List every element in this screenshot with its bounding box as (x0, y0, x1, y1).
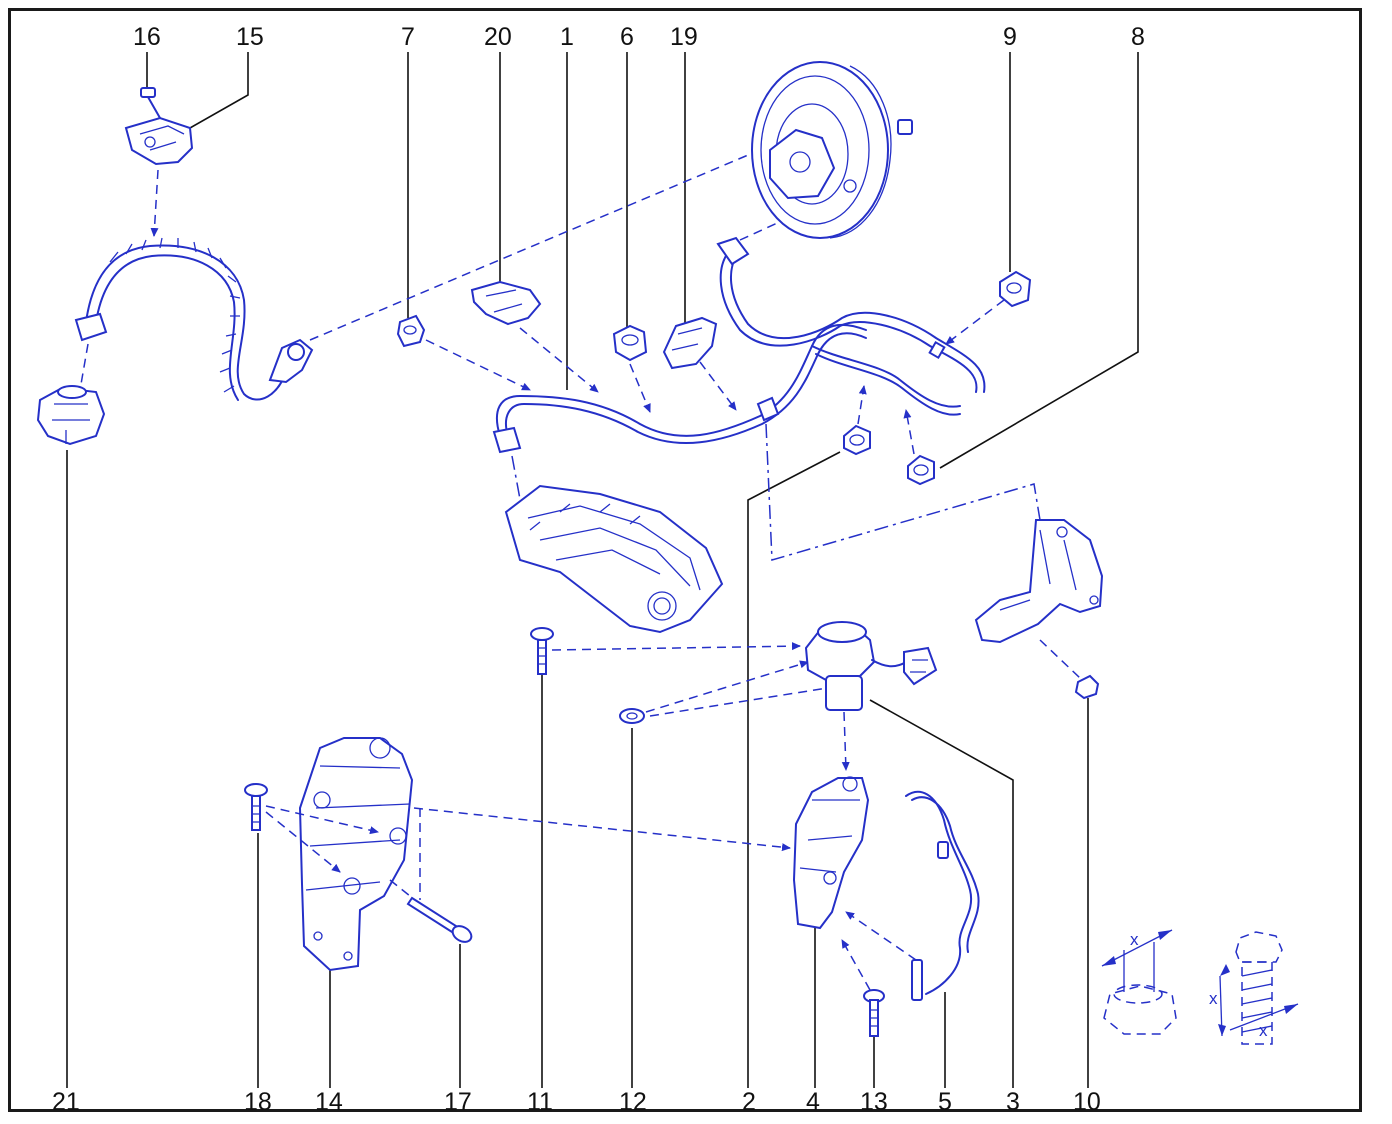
callout-12: 12 (619, 1088, 647, 1116)
part-21-valve-connector (36, 385, 106, 446)
measurement-detail: x x x (1101, 929, 1299, 1045)
part-11-bolt (530, 627, 554, 675)
callout-labels-top: 16 15 7 20 1 6 19 9 8 (133, 23, 1145, 51)
nut-detail: x (1101, 929, 1177, 1035)
callout-13: 13 (860, 1088, 888, 1116)
callout-2: 2 (742, 1088, 756, 1116)
callout-labels-bottom: 21 18 14 17 11 12 2 4 13 5 3 10 (52, 1088, 1101, 1116)
callout-1: 1 (560, 23, 574, 51)
part-3-vacuum-pump (804, 621, 938, 711)
brake-booster (751, 61, 913, 239)
part-13-bolt (863, 989, 885, 1037)
part-7-clip (396, 314, 426, 348)
part-5-sensor-pipe (905, 790, 980, 1001)
callout-15: 15 (236, 23, 264, 51)
part-20-bracket (470, 280, 542, 326)
callout-21: 21 (52, 1088, 80, 1116)
callout-17: 17 (444, 1088, 472, 1116)
part-14-engine-mount (298, 737, 414, 972)
support-bracket-right (974, 519, 1104, 644)
part-2-clip (843, 424, 871, 456)
part-6-clip (612, 324, 648, 362)
callout-10: 10 (1073, 1088, 1101, 1116)
callout-19: 19 (670, 23, 698, 51)
part-9-clip (999, 270, 1032, 308)
callout-20: 20 (484, 23, 512, 51)
part-19-clamp (662, 316, 718, 370)
part-12-nut (619, 708, 645, 724)
callout-14: 14 (315, 1088, 343, 1116)
vacuum-hose-coil (74, 237, 314, 401)
callout-18: 18 (244, 1088, 272, 1116)
part-17-bolt (406, 896, 473, 943)
part-18-bolt (244, 783, 268, 831)
callout-8: 8 (1131, 23, 1145, 51)
dimension-x-bolt-diameter: x (1259, 1021, 1268, 1040)
part-16-bolt (140, 87, 161, 119)
part-15-sensor-bracket (124, 116, 194, 166)
callout-4: 4 (806, 1088, 820, 1116)
callout-11: 11 (527, 1088, 553, 1116)
callout-9: 9 (1003, 23, 1017, 51)
dimension-x-nut: x (1130, 930, 1139, 949)
callout-5: 5 (938, 1088, 952, 1116)
callout-7: 7 (401, 23, 415, 51)
leader-lines (66, 52, 1139, 1088)
callout-3: 3 (1006, 1088, 1020, 1116)
callout-6: 6 (620, 23, 634, 51)
callout-16: 16 (133, 23, 161, 51)
bolt-detail: x x (1209, 931, 1299, 1045)
part-10-bolt (1074, 674, 1100, 700)
diagram-frame (8, 8, 1362, 1112)
intake-manifold (504, 484, 724, 634)
vacuum-pipe-upper-right (716, 236, 986, 393)
part-1-main-pipe (492, 323, 961, 454)
part-8-clip (907, 454, 935, 486)
part-4-mounting-bracket (792, 776, 870, 930)
dimension-x-bolt-length: x (1209, 989, 1218, 1008)
